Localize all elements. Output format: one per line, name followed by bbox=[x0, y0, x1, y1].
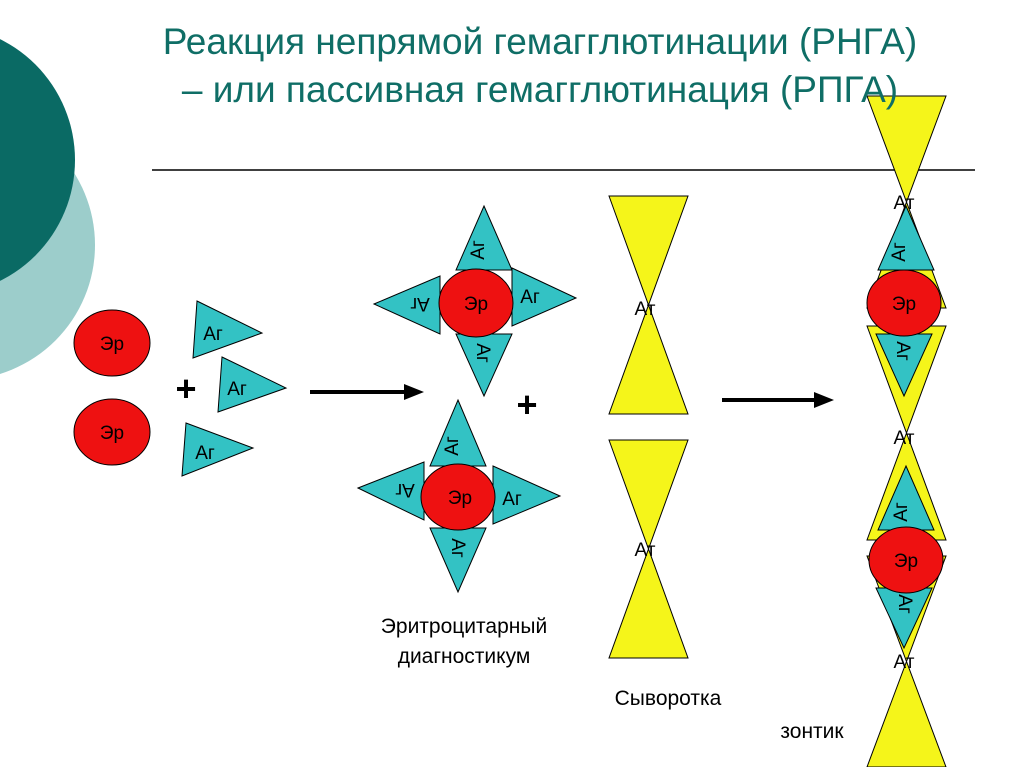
svg-text:Аг: Аг bbox=[203, 324, 223, 345]
svg-text:Аг: Аг bbox=[889, 242, 910, 262]
plus-sign: + bbox=[175, 368, 196, 409]
antigen-free-2: Аг bbox=[217, 356, 288, 413]
svg-text:Аг: Аг bbox=[520, 287, 540, 308]
svg-text:Ат: Ат bbox=[635, 299, 656, 320]
antibody-2: Ат bbox=[608, 439, 689, 659]
sensitized-erythrocyte-top: Эр Аг Аг Аг Аг bbox=[372, 204, 578, 398]
svg-text:Эр: Эр bbox=[464, 294, 488, 315]
agglutination-column: Ат Ат Ат Эр Аг Аг Эр Аг Аг bbox=[866, 95, 947, 767]
diagnosticum-label: диагностикум bbox=[398, 645, 531, 668]
serum-label: Сыворотка bbox=[615, 687, 722, 710]
svg-text:Аг: Аг bbox=[468, 240, 489, 260]
svg-text:Эр: Эр bbox=[894, 551, 918, 572]
svg-text:Ат: Ат bbox=[635, 540, 656, 561]
svg-text:Эр: Эр bbox=[448, 488, 472, 509]
arrow-right-1 bbox=[310, 384, 424, 400]
svg-text:Аг: Аг bbox=[472, 343, 493, 363]
umbrella-label: зонтик bbox=[780, 720, 844, 743]
sensitized-erythrocyte-bottom: Эр Аг Аг Аг Аг bbox=[356, 398, 562, 594]
svg-text:Аг: Аг bbox=[891, 502, 912, 522]
svg-text:Аг: Аг bbox=[894, 594, 915, 614]
svg-text:Аг: Аг bbox=[195, 443, 215, 464]
antibody-1: Ат bbox=[608, 195, 689, 415]
erythrocyte-label: Эр bbox=[100, 334, 124, 355]
title-line-1: Реакция непрямой гемагглютинации (РНГА) bbox=[162, 21, 918, 62]
svg-text:Аг: Аг bbox=[227, 379, 247, 400]
svg-text:Аг: Аг bbox=[410, 293, 430, 314]
decor-circle-dark bbox=[0, 39, 75, 281]
svg-text:Эр: Эр bbox=[892, 294, 916, 315]
svg-text:Аг: Аг bbox=[447, 538, 468, 558]
antigen-free-1: Аг bbox=[192, 300, 264, 359]
svg-text:Ат: Ат bbox=[894, 193, 915, 214]
page-title: Реакция непрямой гемагглютинации (РНГА) … bbox=[60, 18, 1020, 114]
svg-text:Аг: Аг bbox=[502, 489, 522, 510]
svg-text:Аг: Аг bbox=[442, 436, 463, 456]
svg-text:Ат: Ат bbox=[894, 428, 915, 449]
svg-text:Аг: Аг bbox=[892, 341, 913, 361]
plus-sign: + bbox=[516, 384, 537, 425]
erythrocyte-label: Эр bbox=[100, 423, 124, 444]
diagnosticum-label: Эритроцитарный bbox=[381, 615, 547, 638]
title-line-2: – или пассивная гемагглютинация (РПГА) bbox=[181, 69, 899, 110]
svg-text:Ат: Ат bbox=[894, 652, 915, 673]
erythrocyte-1: Эр bbox=[73, 309, 151, 377]
svg-text:Аг: Аг bbox=[395, 479, 415, 500]
erythrocyte-2: Эр bbox=[73, 398, 151, 466]
antigen-free-3: Аг bbox=[181, 422, 255, 477]
arrow-right-2 bbox=[722, 392, 834, 408]
